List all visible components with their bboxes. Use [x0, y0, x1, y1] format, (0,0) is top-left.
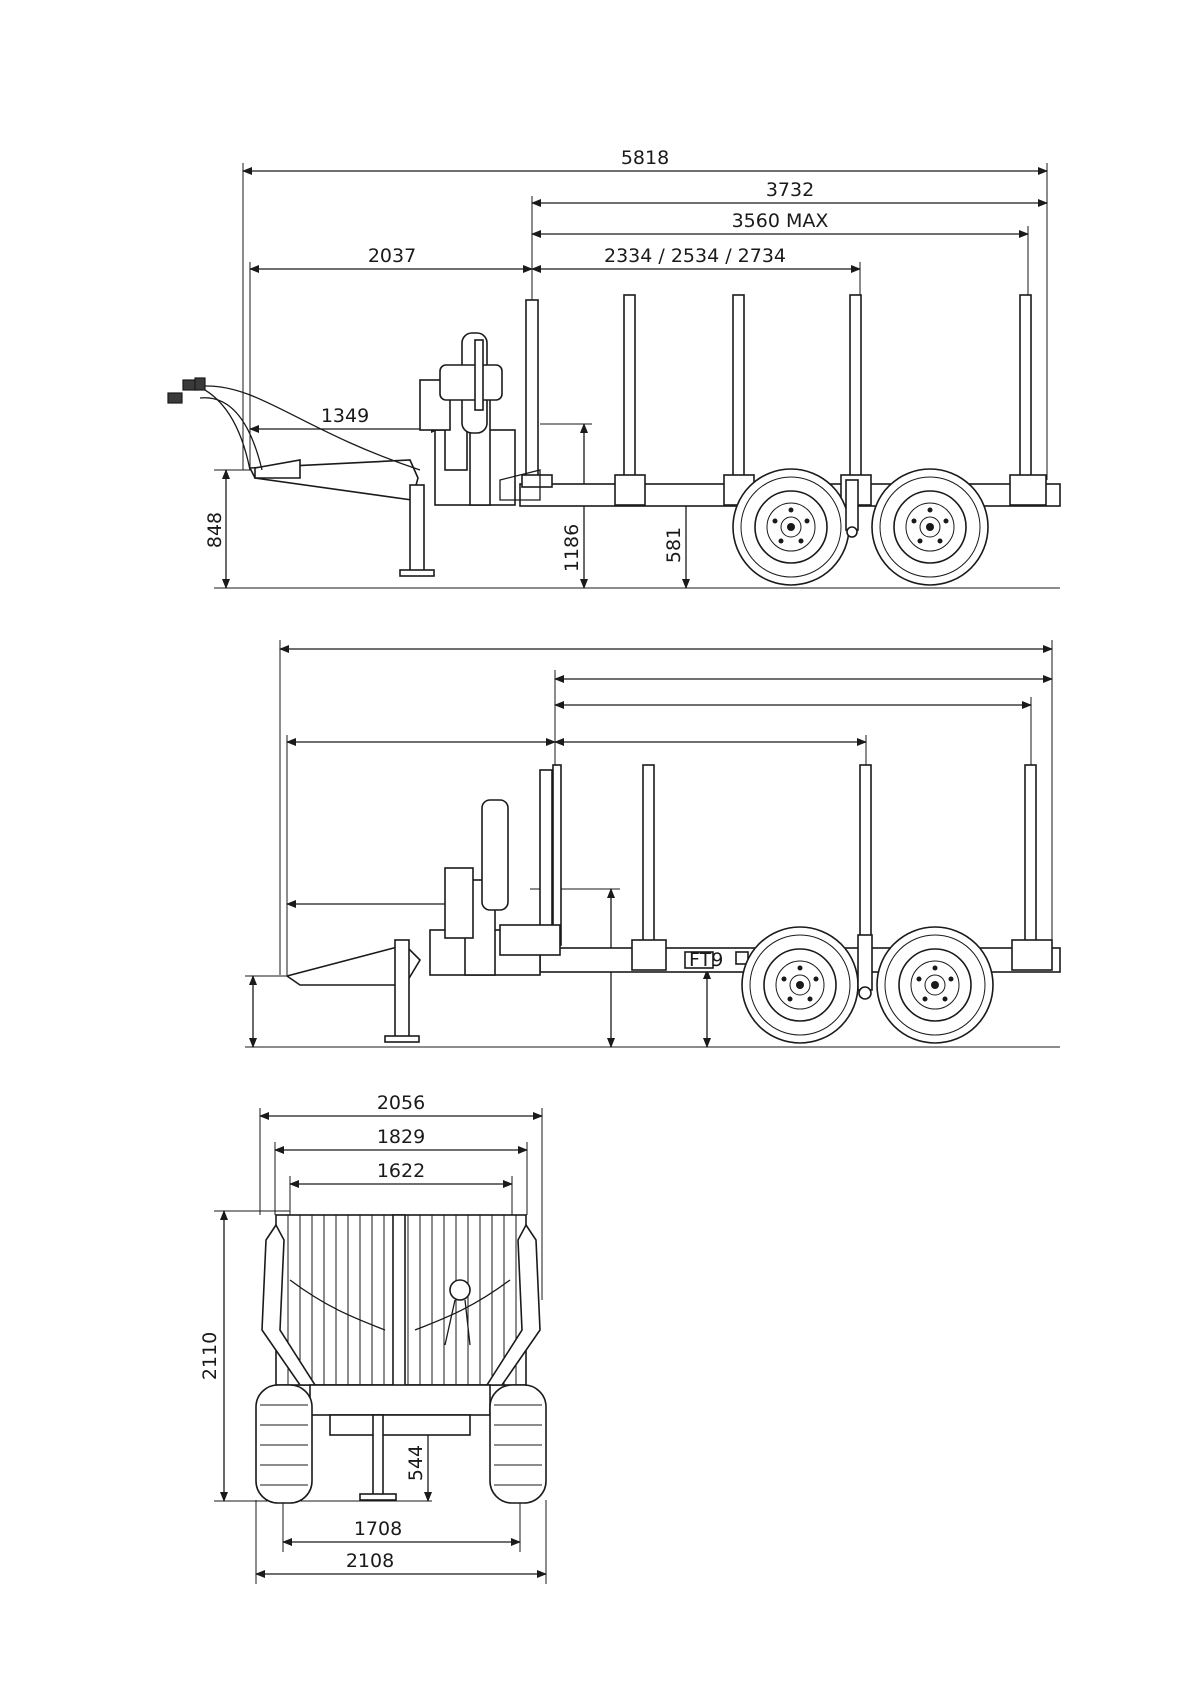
dim-rear-bunk-span: 3560 MAX — [732, 210, 829, 232]
dim-bunk-spacing: 2334 / 2534 / 2734 — [604, 245, 786, 267]
dim-front-section: 2037 — [368, 245, 416, 267]
dim-hitch-height: 848 — [204, 512, 226, 548]
dim-overall-length: 5818 — [621, 147, 669, 169]
dim-overall-width: 2108 — [346, 1550, 394, 1572]
stakes-bottom — [632, 765, 1052, 970]
dim-overall-height: 2110 — [199, 1332, 221, 1380]
dim-outer-width: 2056 — [377, 1092, 425, 1114]
side-view-bottom: FT9 — [245, 640, 1060, 1047]
side-view-top: 5818 3732 3560 MAX 2037 2334 / 2534 / 27… — [168, 147, 1060, 588]
dim-bunk-to-rear: 3732 — [766, 179, 814, 201]
dim-track-width: 1708 — [354, 1518, 402, 1540]
wheels-bottom — [742, 927, 993, 1043]
dim-inner-width: 1622 — [377, 1160, 425, 1182]
label-plate-text: FT9 — [689, 949, 723, 971]
stakes — [615, 295, 1046, 505]
front-view: 2056 1829 1622 2110 544 1708 2108 — [199, 1092, 546, 1584]
dim-crane-pillar-height: 1349 — [321, 405, 369, 427]
dim-crane-base-height: 1186 — [561, 524, 583, 572]
dim-ground-clearance: 544 — [405, 1445, 427, 1481]
dim-frame-height: 581 — [663, 527, 685, 563]
dim-stake-width: 1829 — [377, 1126, 425, 1148]
